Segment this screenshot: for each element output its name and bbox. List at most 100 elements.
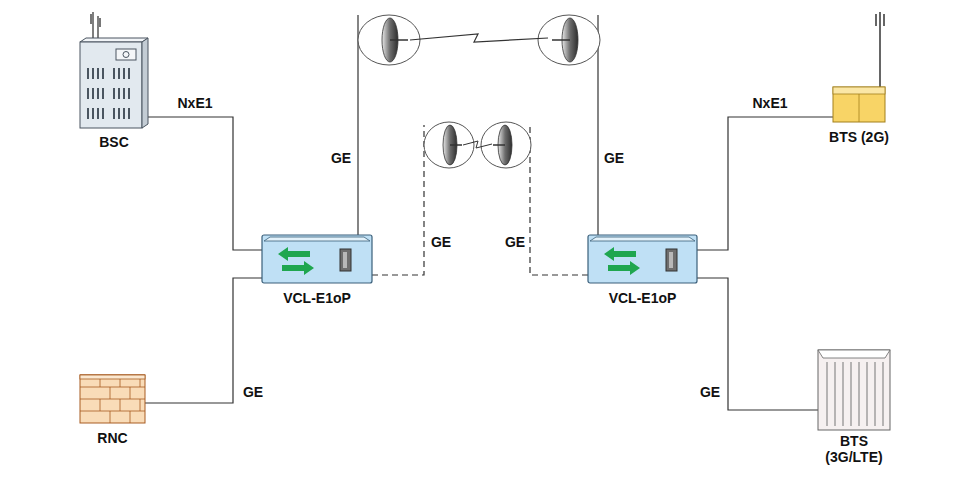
link-label: GE: [699, 384, 721, 400]
rnc-line: [130, 411, 131, 423]
device-node: BSC: [80, 38, 148, 128]
device-icon: [588, 235, 697, 283]
vent-slot: [102, 88, 104, 99]
bts-top: [833, 87, 885, 94]
cabinet-side: [142, 38, 148, 128]
bts-slot: [851, 362, 852, 426]
rnc-line: [100, 399, 101, 411]
rnc-line: [80, 411, 145, 412]
device-node: BTS (3G/LTE): [818, 350, 890, 430]
right-arrow: [608, 261, 640, 275]
antenna-panel: [99, 18, 101, 27]
link-line: [697, 278, 818, 410]
rnc-line: [110, 411, 111, 423]
device-shape: [80, 375, 145, 423]
device-icon: [833, 12, 885, 122]
dish-feed: [493, 144, 505, 146]
vent-slot: [118, 108, 120, 119]
device-icon: [818, 350, 890, 430]
antenna-panel: [883, 14, 885, 26]
bts-slot: [859, 362, 860, 426]
bts-slot: [875, 362, 876, 426]
device-node: VCL-E1oP: [262, 235, 372, 283]
rnc-line: [130, 387, 131, 399]
vent-slot: [118, 68, 120, 79]
bts-top: [818, 350, 890, 358]
device-node: RNC: [80, 375, 145, 423]
device-label: BTS (3G/LTE): [816, 433, 892, 465]
link-line: [697, 117, 833, 250]
vent-slot: [123, 88, 125, 99]
device-icon: [80, 375, 145, 423]
bts-body: [818, 350, 890, 430]
interface-label: GE: [504, 234, 526, 250]
vent-slot: [123, 68, 125, 79]
bts-slot: [827, 362, 828, 426]
interface-label: GE: [330, 150, 352, 166]
vcl-bevel: [264, 237, 370, 241]
vcl-port-inner: [669, 252, 673, 268]
link-line: [148, 117, 262, 250]
dish-feed: [450, 144, 462, 146]
device-shape: [80, 38, 148, 128]
antenna-mast: [97, 16, 99, 38]
device-shape: [588, 235, 697, 283]
link-label: NxE1: [176, 95, 213, 111]
device-label: BTS (2G): [829, 129, 889, 145]
device-shape: [818, 350, 890, 430]
vent-slot: [118, 88, 120, 99]
vent-slot: [113, 108, 115, 119]
bts-slot: [843, 362, 844, 426]
dish-outline: [538, 15, 600, 65]
antenna-mast: [92, 12, 94, 38]
vent-slot: [92, 88, 94, 99]
vcl-port-inner: [343, 252, 347, 268]
left-arrow: [604, 247, 636, 261]
vent-slot: [128, 108, 130, 119]
vent-slot: [87, 88, 89, 99]
radio-zigzag: [463, 141, 492, 148]
rnc-line: [120, 399, 121, 411]
bts-divider: [859, 94, 860, 122]
link-label: GE: [242, 384, 264, 400]
radio-zigzag: [410, 34, 548, 42]
antenna-panel: [875, 14, 877, 26]
left-arrow: [278, 247, 310, 261]
interface-label: GE: [603, 150, 625, 166]
vent-slot: [113, 88, 115, 99]
device-icon: [262, 235, 372, 283]
ge-wire: [357, 15, 358, 235]
vent-slot: [87, 108, 89, 119]
interface-label: GE: [430, 234, 452, 250]
vcl-body: [262, 235, 372, 283]
dish-outline: [424, 122, 474, 168]
rnc-body: [80, 375, 145, 423]
cabinet-top: [80, 38, 148, 42]
ge-wire-backup: [372, 125, 424, 275]
vcl-port: [666, 249, 677, 271]
device-node: VCL-E1oP: [588, 235, 697, 283]
vcl-port: [340, 249, 351, 271]
vent-slot: [92, 108, 94, 119]
device-shape: [262, 235, 372, 283]
dish-feed: [552, 39, 570, 41]
device-label: VCL-E1oP: [283, 290, 351, 306]
rnc-line: [80, 387, 145, 388]
vent-slot: [97, 68, 99, 79]
bts-slot: [883, 362, 884, 426]
vcl-body: [588, 235, 697, 283]
vent-slot: [128, 88, 130, 99]
rnc-line: [110, 387, 111, 399]
vent-slot: [97, 108, 99, 119]
bts-slot: [867, 362, 868, 426]
cabinet-panel: [116, 49, 136, 60]
device-icon: [80, 12, 148, 128]
vent-slot: [128, 68, 130, 79]
bts-body: [833, 87, 885, 122]
device-node: BTS (2G): [833, 87, 885, 122]
ge-wire-backup: [530, 125, 588, 275]
rnc-line: [80, 399, 145, 400]
vcl-bevel: [590, 237, 695, 241]
rnc-line: [140, 399, 141, 411]
